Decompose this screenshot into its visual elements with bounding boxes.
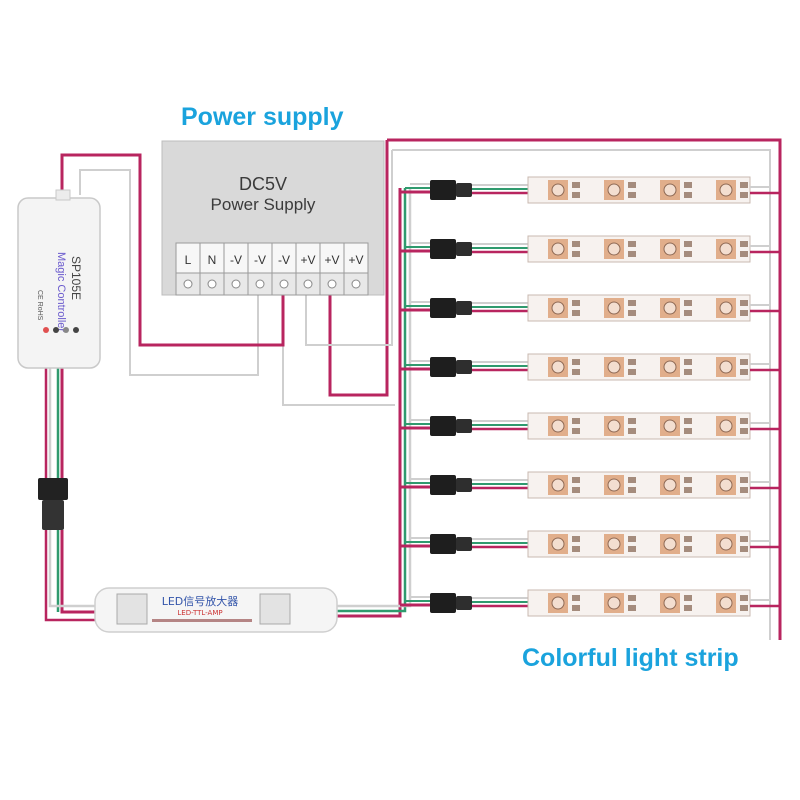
dc5v-power-supply: DC5V Power Supply L N -V -V -V +V +V +V <box>161 140 385 296</box>
led-strip-row <box>400 412 780 440</box>
led-strip-row <box>400 176 780 204</box>
power-supply-heading: Power supply <box>181 103 344 131</box>
psu-line2: Power Supply <box>211 195 316 214</box>
terminal-screw <box>303 279 313 289</box>
psu-terminal-label: L <box>185 253 192 267</box>
led-strip-row <box>400 589 780 617</box>
controller-cert: CE RoHS <box>36 290 43 321</box>
sp105e-controller: SP105E Magic Controller CE RoHS <box>17 189 101 369</box>
strip-connector <box>430 416 456 436</box>
psu-terminal-label: +V <box>348 253 363 267</box>
psu-terminal-block: L N -V -V -V +V +V +V <box>175 243 364 295</box>
controller-output-wires <box>44 368 95 622</box>
main-power-wires <box>60 138 782 640</box>
terminal-screw <box>351 279 361 289</box>
psu-line1: DC5V <box>239 174 287 194</box>
psu-terminal-label: -V <box>230 253 242 267</box>
strip-connector <box>430 357 456 377</box>
amplifier-title: LED信号放大器 <box>162 594 239 608</box>
led-strip-row <box>400 471 780 499</box>
psu-terminal-label: -V <box>254 253 266 267</box>
led-strip-row <box>400 294 780 322</box>
led-signal-amplifier: LED信号放大器 LED-TTL-AMP <box>94 587 338 633</box>
controller-model: SP105E <box>69 256 83 300</box>
terminal-screw <box>183 279 193 289</box>
amplifier-subtitle: LED-TTL-AMP <box>177 609 222 617</box>
terminal-screw <box>231 279 241 289</box>
led-strip-row <box>400 353 780 381</box>
psu-terminal-label: -V <box>278 253 290 267</box>
led-strip-row <box>400 530 780 558</box>
terminal-screw <box>279 279 289 289</box>
psu-terminal-label: +V <box>300 253 315 267</box>
led-strip-row <box>400 235 780 263</box>
psu-terminal-label: +V <box>324 253 339 267</box>
led-strip-array <box>400 176 780 617</box>
terminal-screw <box>255 279 265 289</box>
psu-terminal-label: N <box>208 253 217 267</box>
strip-connector <box>430 475 456 495</box>
controller-name: Magic Controller <box>55 252 67 332</box>
strip-connector <box>430 534 456 554</box>
jst-connector <box>38 478 68 530</box>
strip-connector <box>430 593 456 613</box>
strip-connector <box>430 180 456 200</box>
terminal-screw <box>207 279 217 289</box>
light-strip-caption: Colorful light strip <box>522 644 739 672</box>
terminal-screw <box>327 279 337 289</box>
strip-connector <box>430 298 456 318</box>
strip-connector <box>430 239 456 259</box>
